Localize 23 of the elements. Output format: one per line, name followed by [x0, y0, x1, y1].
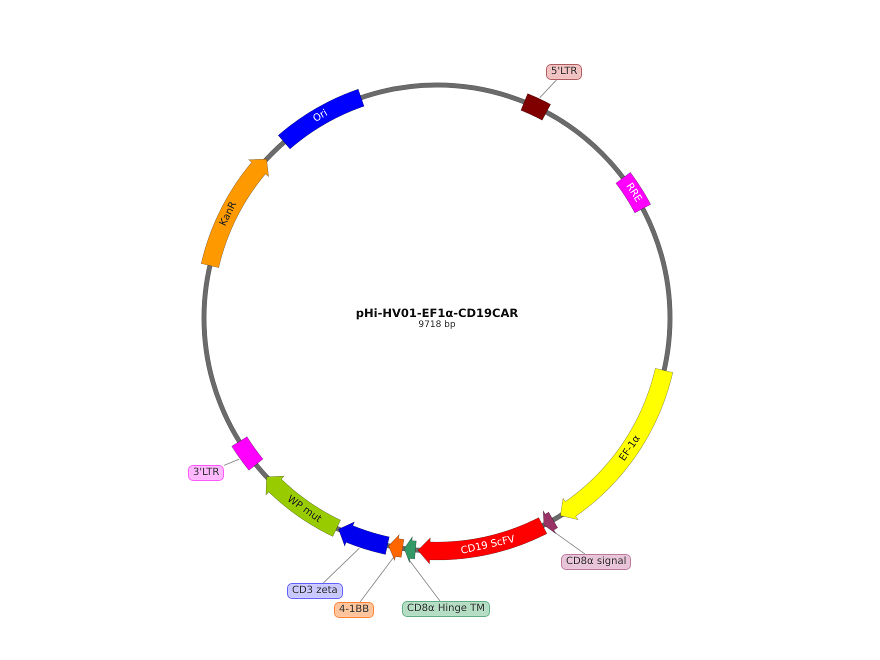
- leader-line: [408, 558, 440, 602]
- callout-label: CD8α Hinge TM: [402, 601, 490, 617]
- pointed-feature-block: [542, 510, 558, 534]
- plasmid-size: 9718 bp: [417, 320, 457, 331]
- feature-label: CD19 ScFV: [460, 534, 516, 557]
- feature-block: [520, 93, 552, 121]
- callout-label: 4-1BB: [334, 602, 374, 618]
- leader-line: [539, 80, 557, 98]
- leader-line: [322, 548, 360, 584]
- callout-label: 3'LTR: [188, 465, 224, 481]
- callout-label: CD3 zeta: [287, 583, 343, 599]
- leader-line: [360, 556, 394, 602]
- leader-line: [224, 458, 240, 466]
- pointed-feature-block: [388, 534, 404, 562]
- feature-label: WP mut: [284, 494, 324, 526]
- feature-label: Ori: [311, 108, 330, 125]
- leader-line: [552, 530, 586, 554]
- pointed-feature-block: [404, 536, 417, 563]
- plasmid-name: pHi-HV01-EF1α-CD19CAR: [356, 306, 518, 320]
- callout-label: CD8α signal: [561, 554, 632, 570]
- feature-block: [231, 436, 264, 471]
- pointed-feature-block: [338, 521, 390, 555]
- callout-label: 5'LTR: [546, 64, 582, 80]
